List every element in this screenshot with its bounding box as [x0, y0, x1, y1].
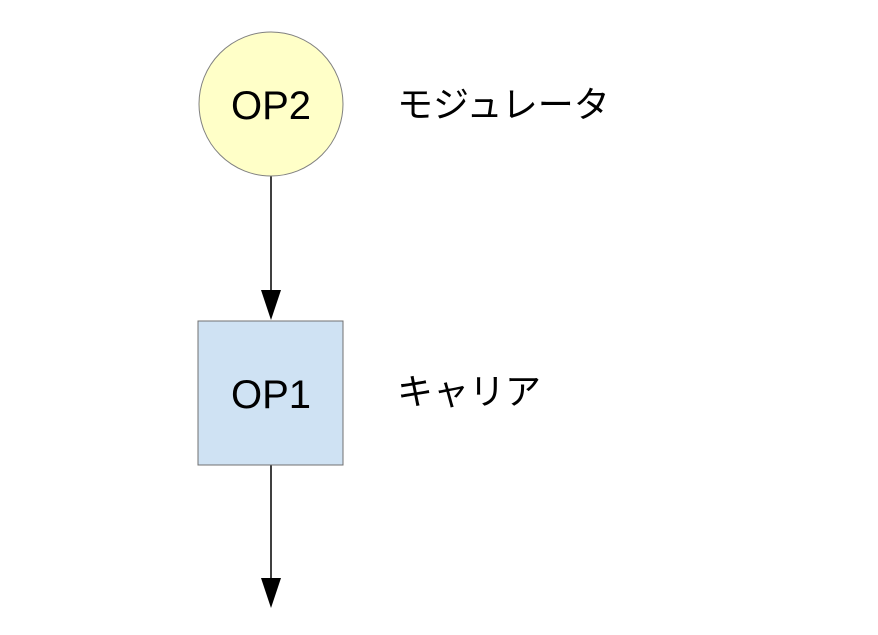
carrier-role-label: キャリア	[397, 372, 541, 413]
modulator-role-label: モジュレータ	[397, 85, 610, 126]
carrier-node-label: OP1	[231, 373, 311, 417]
arrowhead-output	[261, 578, 281, 608]
modulator-node-label: OP2	[231, 84, 311, 128]
carrier-box	[197, 320, 344, 466]
carrier-node: OP1	[197, 320, 344, 466]
modulator-circle	[198, 31, 344, 177]
modulator-node: OP2	[198, 31, 344, 177]
arrowhead-into-carrier	[261, 290, 281, 320]
